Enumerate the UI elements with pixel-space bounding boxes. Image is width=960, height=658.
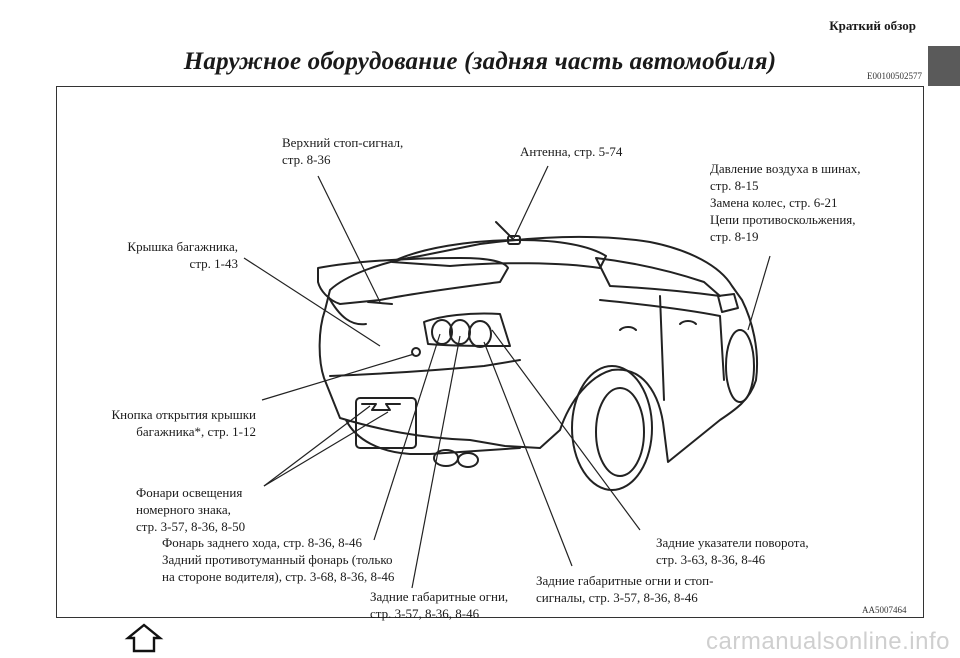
watermark: carmanualsonline.info (706, 628, 950, 655)
doc-code: E00100502577 (867, 71, 922, 81)
label-tail-lights: Задние габаритные огни, стр. 3-57, 8-36,… (370, 589, 509, 621)
page-title: Наружное оборудование (задняя часть авто… (183, 48, 777, 75)
label-trunk-lid: Крышка багажника, стр. 1-43 (127, 239, 238, 271)
section-title: Краткий обзор (829, 18, 916, 33)
label-tail-stop-lights: Задние габаритные огни и стоп- сигналы, … (536, 573, 714, 605)
label-tires-wheels: Давление воздуха в шинах, стр. 8-15 Заме… (710, 161, 861, 244)
label-reverse-fog-lamp: Фонарь заднего хода, стр. 8-36, 8-46 Зад… (162, 535, 395, 584)
label-trunk-open-button: Кнопка открытия крышки багажника*, стр. … (111, 407, 257, 439)
label-antenna: Антенна, стр. 5-74 (520, 144, 623, 159)
label-rear-turn-signals: Задние указатели поворота, стр. 3-63, 8-… (656, 535, 809, 567)
chapter-tab (928, 46, 960, 86)
illustration-frame (56, 86, 924, 618)
figure-code: AA5007464 (862, 605, 907, 615)
home-icon[interactable] (124, 622, 164, 654)
label-license-plate-lights: Фонари освещения номерного знака, стр. 3… (136, 485, 246, 534)
label-high-stop-lamp: Верхний стоп-сигнал, стр. 8-36 (282, 135, 404, 167)
